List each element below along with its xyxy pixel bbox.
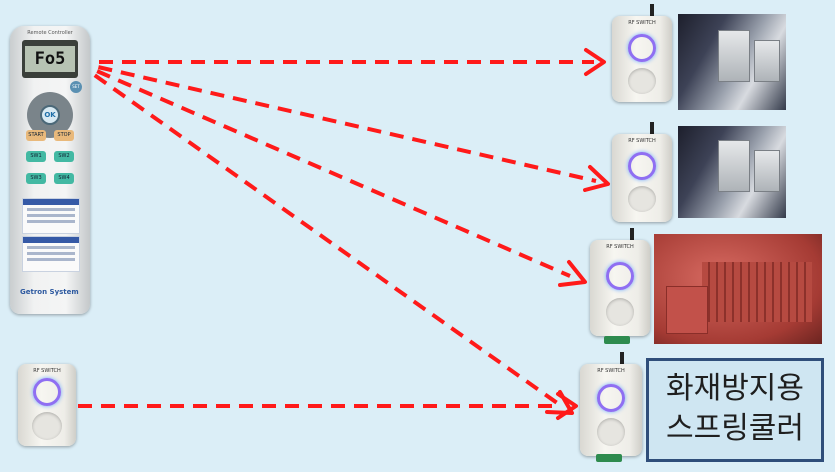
arrow-remote-to-switch-4 [74, 60, 562, 407]
switch-1-antenna [650, 4, 654, 18]
label-line-2: 스프링쿨러 [666, 411, 804, 446]
remote-ok-button[interactable]: OK [40, 105, 60, 125]
remote-lcd-text: Fo5 [25, 46, 75, 72]
switch-4-terminal [596, 454, 622, 462]
rf-switch-3: RF SWITCH [590, 240, 650, 336]
rf-switch-1: RF SWITCH [612, 16, 672, 102]
switch-1-title: RF SWITCH [628, 20, 656, 26]
injection-machine-image-2 [678, 126, 786, 218]
switch-4-led-ring [597, 384, 625, 412]
small-switch-button[interactable] [32, 412, 62, 440]
remote-header: Remote Controller [27, 30, 73, 36]
remote-brand-logo: Getron System [20, 288, 79, 296]
remote-stop-button[interactable]: STOP [54, 130, 74, 141]
small-switch-title: RF SWITCH [33, 368, 61, 374]
arrowhead-2 [583, 165, 610, 192]
arrowhead-1 [584, 48, 606, 76]
remote-sw2-button[interactable]: SW2 [54, 151, 74, 162]
electric-motor-image [654, 234, 822, 344]
switch-4-antenna [620, 352, 624, 366]
switch-2-title: RF SWITCH [628, 138, 656, 144]
remote-instruction-panel-2 [22, 236, 80, 272]
switch-4-title: RF SWITCH [597, 368, 625, 374]
remote-sw4-button[interactable]: SW4 [54, 173, 74, 184]
switch-3-antenna [630, 228, 634, 242]
remote-sw3-button[interactable]: SW3 [26, 173, 46, 184]
arrow-remote-to-switch-3 [75, 60, 571, 278]
arrowhead-3 [558, 260, 587, 287]
remote-display: Fo5 [22, 40, 78, 78]
switch-3-terminal [604, 336, 630, 344]
switch-1-button[interactable] [628, 68, 656, 94]
rf-switch-4: RF SWITCH [580, 364, 642, 456]
remote-controller: Remote Controller Fo5 SET OK START STOP … [10, 26, 90, 314]
switch-2-antenna [650, 122, 654, 136]
switch-4-button[interactable] [597, 418, 625, 446]
sprinkler-label-box: 화재방지용 스프링쿨러 [646, 358, 824, 462]
remote-instruction-panel-1 [22, 198, 80, 234]
label-line-1: 화재방지용 [666, 371, 804, 406]
remote-start-button[interactable]: START [26, 130, 46, 141]
switch-2-led-ring [628, 152, 656, 180]
small-switch-led-ring [33, 378, 61, 406]
injection-machine-image-1 [678, 14, 786, 110]
remote-sw1-button[interactable]: SW1 [26, 151, 46, 162]
switch-1-led-ring [628, 34, 656, 62]
arrow-remote-to-switch-2 [75, 60, 597, 183]
switch-3-led-ring [606, 262, 634, 290]
switch-2-button[interactable] [628, 186, 656, 212]
small-rf-switch: RF SWITCH [18, 364, 76, 446]
arrowhead-5 [556, 392, 578, 420]
remote-set-button[interactable]: SET [70, 81, 82, 93]
rf-switch-2: RF SWITCH [612, 134, 672, 222]
switch-3-button[interactable] [606, 298, 634, 326]
switch-3-title: RF SWITCH [606, 244, 634, 250]
